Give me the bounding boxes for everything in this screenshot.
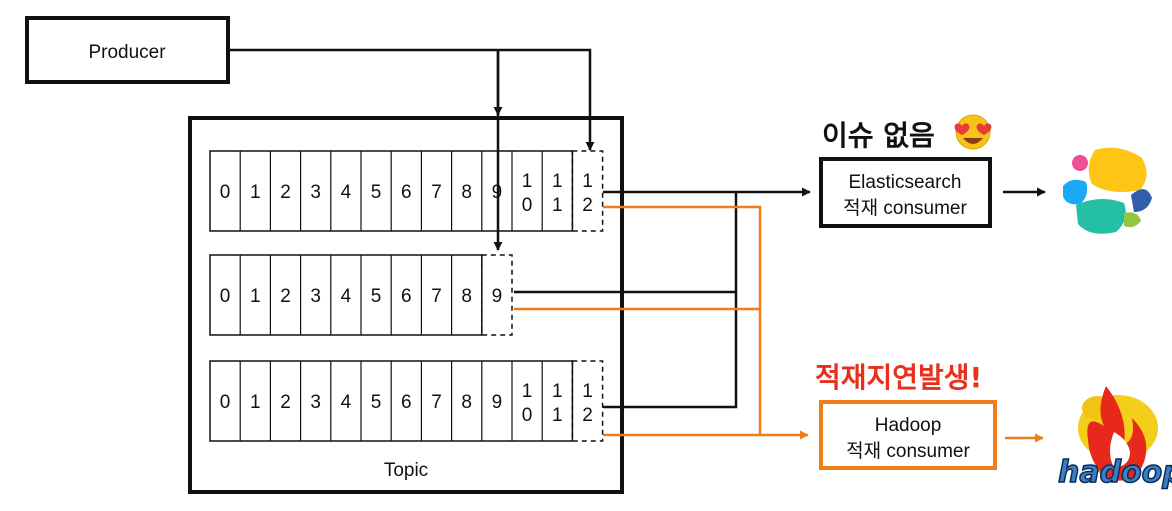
elasticsearch-consumer-box: Elasticsearch 적재 consumer <box>819 157 992 228</box>
offset-label: 3 <box>310 392 321 413</box>
offset-label: 5 <box>371 392 382 413</box>
partition-1-to-hadoop-line <box>603 205 762 435</box>
offset-label: 7 <box>431 286 442 307</box>
hadoop-logo-text: hadoop <box>1058 455 1172 490</box>
offset-label: 6 <box>401 392 412 413</box>
offset-label: 0 <box>220 286 231 307</box>
elasticsearch-consumer-line2: 적재 consumer <box>843 197 967 219</box>
producer-to-partition-1-arrow <box>228 48 595 151</box>
heart-eyes-emoji-icon <box>954 114 992 150</box>
hadoop-status-text: 적재지연발생! <box>815 361 982 394</box>
elasticsearch-status-text: 이슈 없음 <box>822 119 935 152</box>
offset-label: 8 <box>461 286 472 307</box>
producer-box: Producer <box>25 16 230 84</box>
offset-label: 6 <box>401 286 412 307</box>
hadoop-consumer-line1: Hadoop <box>875 415 942 436</box>
partition-3-to-elasticsearch-line <box>603 192 738 409</box>
offset-label: 2 <box>280 392 291 413</box>
elasticsearch-consumer-line1: Elasticsearch <box>849 172 962 193</box>
producer-arrows <box>228 48 595 251</box>
offset-label: 0 <box>220 392 231 413</box>
offset-label: 9 <box>492 392 503 413</box>
offset-label: 1 <box>250 286 261 307</box>
offset-label: 3 <box>310 182 321 203</box>
new-offset-cell <box>481 254 513 336</box>
offset-label: 7 <box>431 182 442 203</box>
hadoop-consumer-line2: 적재 consumer <box>846 440 970 462</box>
offset-label: 5 <box>371 286 382 307</box>
new-offset-cell <box>571 360 604 442</box>
offset-label: 2 <box>280 182 291 203</box>
offset-label: 6 <box>401 182 412 203</box>
hadoop-consumer-lines <box>514 205 809 440</box>
offset-label: 4 <box>341 182 352 203</box>
offset-label: 8 <box>461 392 472 413</box>
offset-label: 4 <box>341 286 352 307</box>
hadoop-consumer-box: Hadoop 적재 consumer <box>819 400 997 470</box>
offset-label: 0 <box>220 182 231 203</box>
new-offset-label: 9 <box>492 286 503 307</box>
offset-label: 7 <box>431 392 442 413</box>
elasticsearch-logo-icon <box>1063 147 1152 234</box>
hadoop-on-fire-logo-icon: hadoop <box>1057 386 1172 491</box>
producer-label: Producer <box>88 42 166 63</box>
offset-label: 1 <box>250 182 261 203</box>
offset-label: 2 <box>280 286 291 307</box>
offset-label: 8 <box>461 182 472 203</box>
elasticsearch-consumer-lines <box>514 187 811 409</box>
offset-label: 4 <box>341 392 352 413</box>
new-offset-cell <box>571 150 604 232</box>
offset-label: 3 <box>310 286 321 307</box>
topic-label: Topic <box>384 460 428 481</box>
offset-label: 5 <box>371 182 382 203</box>
offset-label: 1 <box>250 392 261 413</box>
